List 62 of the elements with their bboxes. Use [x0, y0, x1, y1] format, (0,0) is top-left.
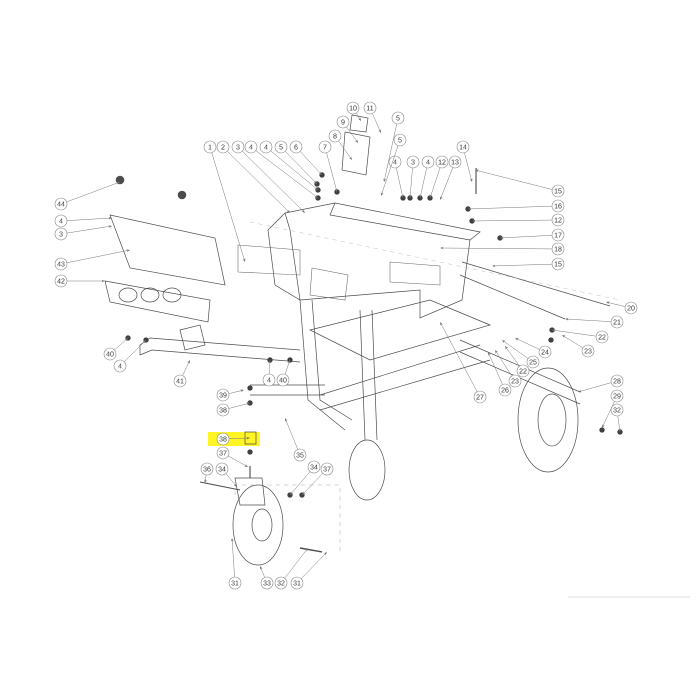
leader-line	[505, 346, 520, 366]
leader-line	[338, 140, 352, 160]
leader-line	[409, 168, 413, 198]
leader-line	[602, 401, 615, 428]
leader-line	[502, 340, 528, 359]
leader-line	[578, 382, 612, 392]
leader-line	[475, 170, 552, 190]
leader-line	[301, 552, 327, 579]
leader-line	[420, 168, 427, 198]
leader-line	[231, 538, 235, 577]
leader-line	[606, 302, 626, 307]
leader-line	[270, 150, 318, 190]
leader-line	[396, 168, 404, 198]
leader-line	[346, 126, 358, 143]
leader-line	[228, 456, 248, 467]
leader-line	[204, 474, 206, 483]
leader-line	[67, 217, 112, 221]
leader-line	[228, 402, 250, 409]
leader-line	[515, 338, 540, 350]
leader-line	[464, 152, 472, 182]
leader-line	[285, 151, 317, 184]
leader-line	[562, 335, 583, 348]
leader-line	[66, 182, 120, 202]
leader-line	[67, 280, 105, 282]
leader-line	[552, 329, 596, 336]
leader-line	[468, 206, 552, 210]
leader-line	[430, 168, 440, 198]
leader-line	[440, 168, 453, 200]
leader-line	[290, 472, 310, 495]
leader-line	[114, 338, 128, 350]
leader-line	[326, 152, 338, 192]
leader-line	[229, 437, 250, 440]
leader-line	[488, 352, 503, 384]
leader-line	[300, 151, 322, 175]
leader-line	[284, 548, 308, 578]
leader-line	[226, 474, 237, 487]
leader-line	[440, 322, 478, 392]
leader-line	[302, 473, 323, 495]
leader-line	[124, 340, 146, 362]
leader-line	[356, 113, 361, 121]
leader-line	[242, 151, 305, 213]
leader-line	[440, 246, 552, 250]
leader-line	[472, 220, 552, 222]
leader-line	[372, 114, 381, 133]
leader-line	[228, 390, 244, 394]
leader-line	[256, 150, 318, 198]
leader-line	[260, 566, 265, 578]
leader-line	[492, 264, 552, 267]
leader-line	[284, 360, 290, 374]
leader-line	[66, 249, 130, 263]
leader-line	[285, 418, 298, 450]
leader-line	[182, 360, 190, 376]
leader-line	[495, 350, 512, 376]
leader-line	[384, 124, 397, 182]
leader-line	[227, 151, 290, 213]
leader-line	[268, 360, 271, 374]
leader-line	[500, 235, 552, 239]
leader-line	[380, 146, 398, 196]
leader-line	[66, 225, 112, 234]
leader-line	[618, 416, 621, 432]
leader-line	[565, 318, 611, 322]
leader-line	[212, 152, 246, 262]
